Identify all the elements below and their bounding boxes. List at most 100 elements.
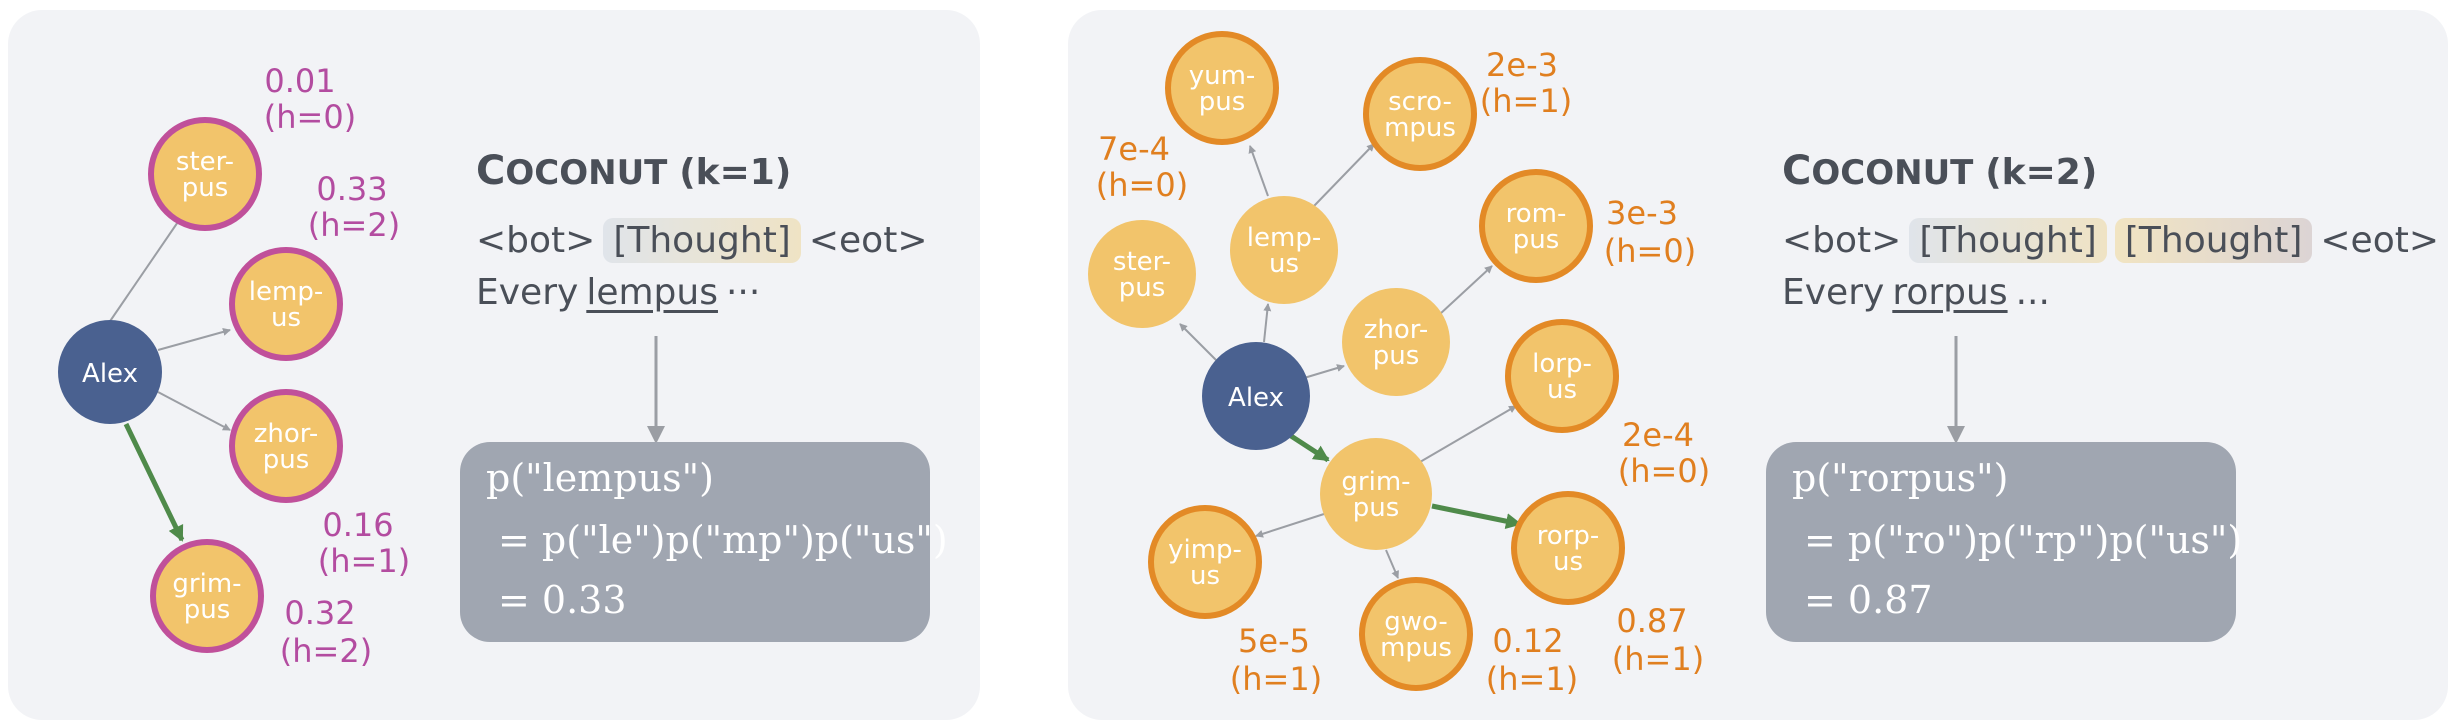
svg-text:0.16: 0.16 [322, 506, 393, 544]
svg-text:grim-: grim- [1341, 467, 1410, 497]
svg-text:Alex: Alex [82, 359, 138, 389]
edge-alex-lempus [157, 328, 231, 351]
edge-alex-grimpus [1286, 431, 1330, 463]
box-line-3: = 0.87 [1804, 578, 1933, 622]
edge-alex-sterpus [103, 215, 183, 331]
node-rompus: rom- pus [1479, 169, 1593, 283]
node-alex: Alex [58, 320, 162, 424]
left-panel: Alex ster- pus lemp- us zhor- pus grim- … [8, 10, 980, 720]
svg-text:3e-3: 3e-3 [1606, 194, 1678, 232]
left-down-arrow [647, 336, 665, 444]
predicted-word: rorpus [1892, 272, 2008, 313]
prob-scrompus: 2e-3 (h=1) [1480, 46, 1572, 120]
edge-alex-zhorpus [1303, 364, 1345, 379]
svg-text:(h=0): (h=0) [1604, 232, 1696, 270]
svg-text:(h=0): (h=0) [1096, 166, 1188, 204]
svg-text:gwo-: gwo- [1384, 607, 1448, 637]
box-line-2: = p("le")p("mp")p("us") [498, 518, 948, 562]
node-lempus: lemp- us [229, 247, 343, 361]
svg-text:7e-4: 7e-4 [1098, 130, 1170, 168]
svg-text:0.01: 0.01 [264, 62, 335, 100]
svg-text:grim-: grim- [172, 569, 241, 599]
eot-token: <eot> [2320, 220, 2440, 261]
svg-text:(h=1): (h=1) [1480, 82, 1572, 120]
svg-text:2e-4: 2e-4 [1622, 416, 1694, 454]
svg-text:us: us [1190, 561, 1220, 591]
svg-text:us: us [271, 303, 301, 333]
eot-token: <eot> [808, 220, 928, 261]
svg-text:scro-: scro- [1388, 87, 1452, 117]
edge-grimpus-lorpus [1419, 405, 1517, 463]
right-input-line: <bot> [Thought] [Thought] <eot> [1782, 218, 2439, 263]
thought-token-2: [Thought] [2114, 218, 2313, 263]
right-down-arrow [1947, 336, 1965, 444]
svg-text:(h=1): (h=1) [1612, 640, 1704, 678]
node-sterpus: ster- pus [1088, 220, 1196, 328]
svg-text:(h=1): (h=1) [1230, 660, 1322, 698]
thought-token-1: [Thought] [1909, 218, 2107, 263]
right-panel: Alex yum- pus scro- mpus lemp- us ster- … [1068, 10, 2448, 720]
svg-text:pus: pus [1373, 341, 1420, 371]
svg-text:mpus: mpus [1380, 633, 1452, 663]
left-graph: Alex ster- pus lemp- us zhor- pus grim- … [58, 62, 410, 670]
svg-text:Alex: Alex [1228, 383, 1284, 413]
svg-text:pus: pus [263, 445, 310, 475]
edge-alex-lempus [1263, 303, 1272, 343]
svg-text:(h=2): (h=2) [308, 206, 400, 244]
svg-text:pus: pus [1199, 87, 1246, 117]
svg-text:zhor-: zhor- [254, 419, 318, 449]
left-input-line: <bot> [Thought] <eot> [476, 218, 927, 263]
svg-text:0.12: 0.12 [1492, 622, 1563, 660]
svg-text:0.87: 0.87 [1616, 602, 1687, 640]
prob-zhorpus: 0.16 (h=1) [318, 506, 410, 580]
svg-text:ster-: ster- [176, 147, 234, 177]
svg-text:zhor-: zhor- [1364, 315, 1428, 345]
prob-rompus: 3e-3 (h=0) [1604, 194, 1696, 270]
node-zhorpus: zhor- pus [229, 389, 343, 503]
svg-text:0.32: 0.32 [284, 594, 355, 632]
predicted-word: lempus [586, 272, 718, 313]
edge-alex-sterpus [1179, 323, 1219, 363]
node-alex: Alex [1202, 342, 1310, 450]
svg-text:lemp-: lemp- [249, 277, 323, 307]
box-line-1: p("lempus") [486, 456, 714, 500]
prob-gwompus: 0.12 (h=1) [1486, 622, 1578, 698]
right-title: COCONUT (k=2) [1782, 148, 2098, 194]
svg-text:(h=2): (h=2) [280, 632, 372, 670]
prob-yimpus: 5e-5 (h=1) [1230, 622, 1322, 698]
node-grimpus: grim- pus [150, 539, 264, 653]
node-zhorpus: zhor- pus [1342, 288, 1450, 396]
node-gwompus: gwo- mpus [1359, 577, 1473, 691]
svg-text:pus: pus [184, 595, 231, 625]
node-lorpus: lorp- us [1505, 319, 1619, 433]
svg-text:(h=0): (h=0) [1618, 452, 1710, 490]
svg-text:pus: pus [182, 173, 229, 203]
svg-text:2e-3: 2e-3 [1486, 46, 1558, 84]
edge-alex-zhorpus [157, 391, 231, 431]
box-line-3: = 0.33 [498, 578, 627, 622]
svg-text:us: us [1553, 547, 1583, 577]
svg-text:pus: pus [1119, 273, 1166, 303]
svg-text:pus: pus [1513, 225, 1560, 255]
edge-lempus-yumpus [1248, 145, 1269, 197]
node-scrompus: scro- mpus [1363, 57, 1477, 171]
svg-text:us: us [1547, 375, 1577, 405]
prob-lempus: 0.33 (h=2) [308, 170, 400, 244]
svg-text:rorp-: rorp- [1537, 521, 1600, 551]
right-probability-box: p("rorpus") = p("ro")p("rp")p("us") = 0.… [1766, 442, 2242, 642]
box-line-2: = p("ro")p("rp")p("us") [1804, 518, 2243, 562]
edge-alex-grimpus [123, 422, 185, 542]
svg-text:lemp-: lemp- [1247, 223, 1321, 253]
edge-grimpus-rorpus [1431, 503, 1522, 530]
node-lempus: lemp- us [1230, 196, 1338, 304]
svg-text:mpus: mpus [1384, 113, 1456, 143]
thought-token: [Thought] [603, 218, 801, 263]
prob-lorpus: 2e-4 (h=0) [1618, 416, 1710, 490]
edge-lempus-scrompus [1313, 143, 1375, 207]
svg-text:5e-5: 5e-5 [1238, 622, 1310, 660]
left-probability-box: p("lempus") = p("le")p("mp")p("us") = 0.… [460, 442, 948, 642]
right-output-line: Every rorpus ... [1782, 272, 2050, 313]
svg-text:ster-: ster- [1113, 247, 1171, 277]
prob-sterpus: 0.01 (h=0) [264, 62, 356, 136]
right-graph: Alex yum- pus scro- mpus lemp- us ster- … [1088, 31, 1710, 698]
